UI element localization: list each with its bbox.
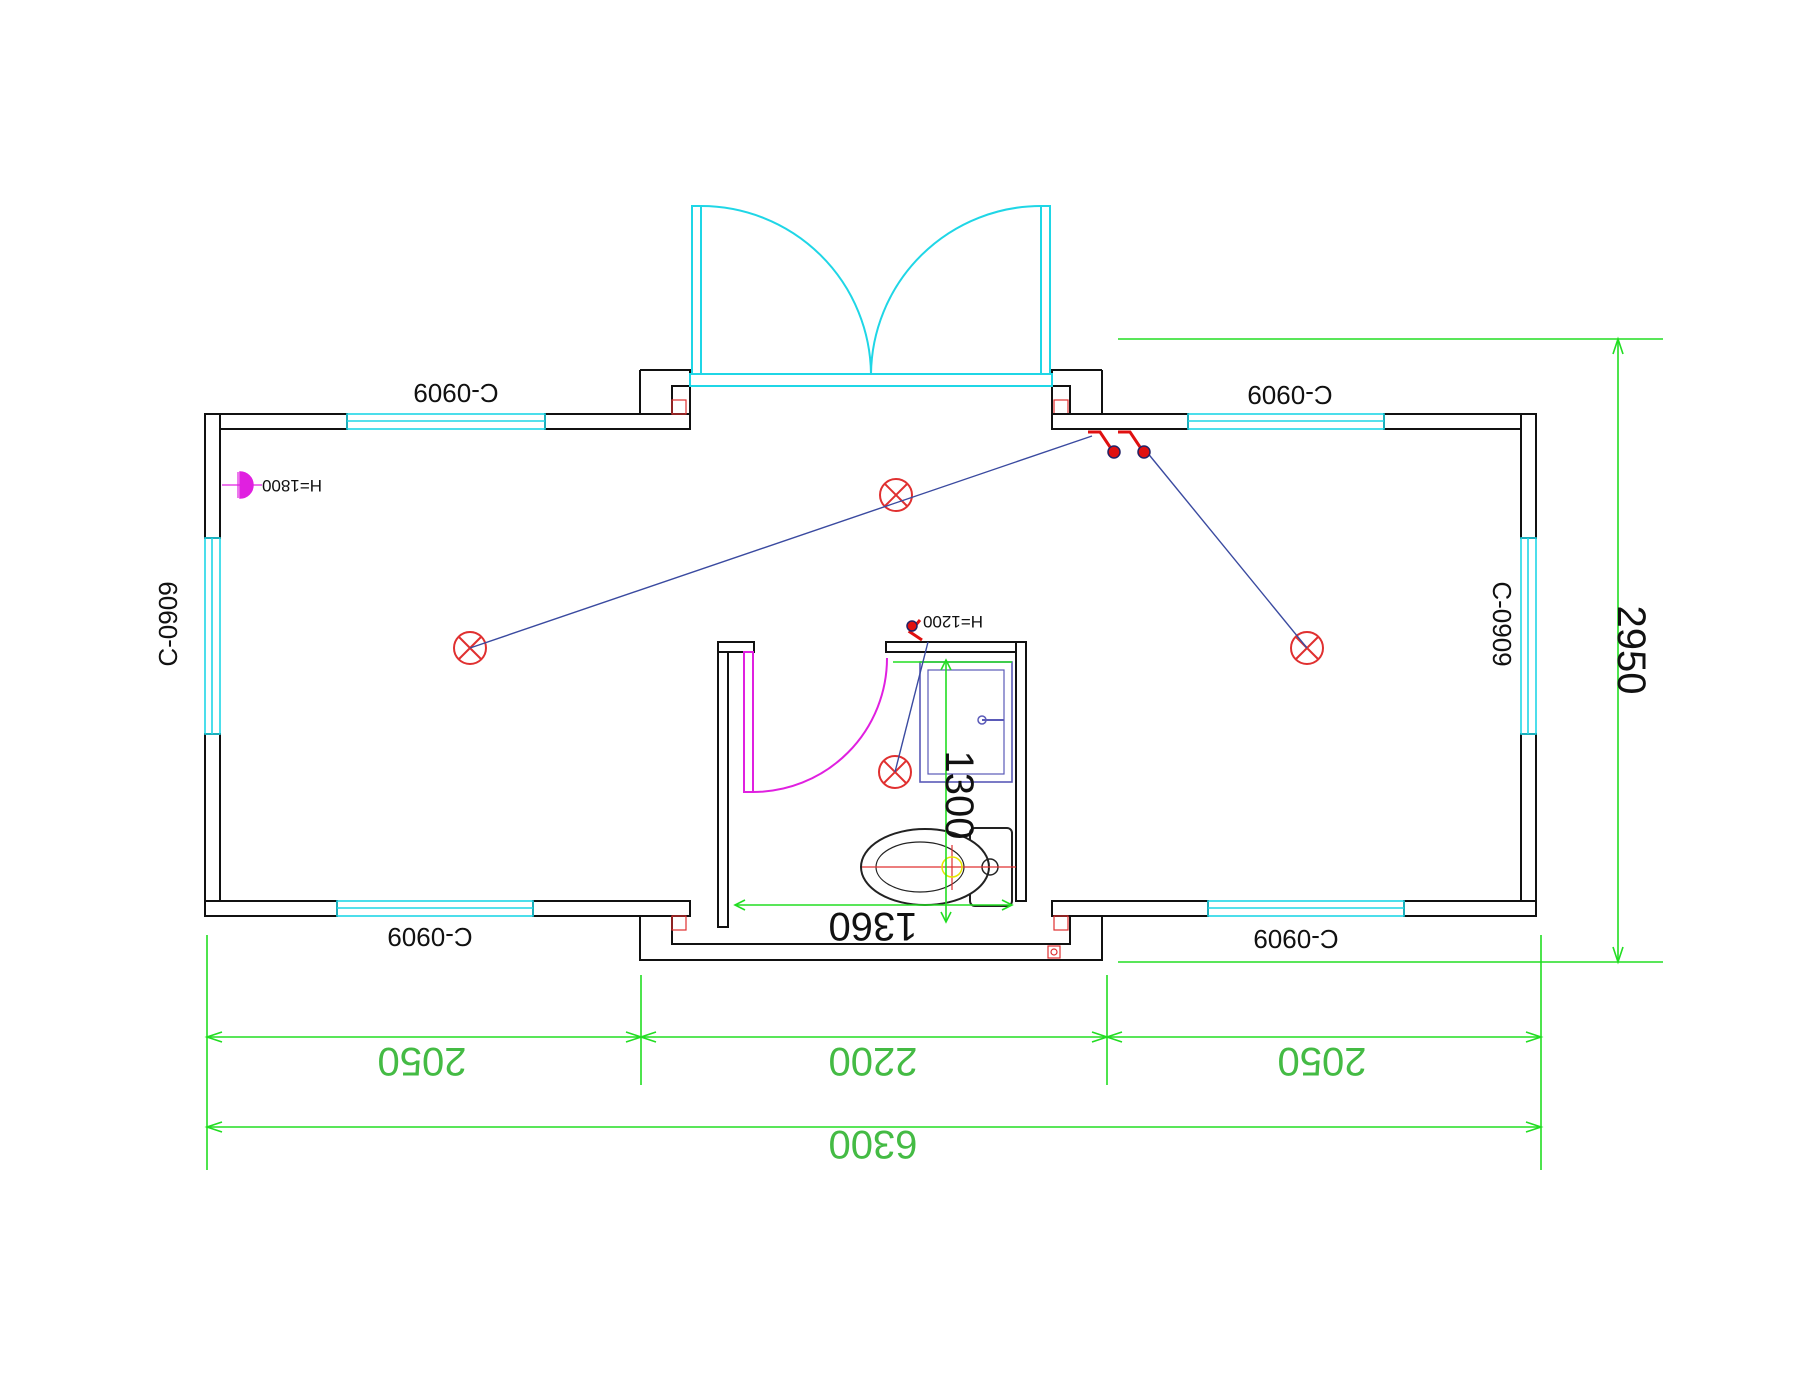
bumpout-outer xyxy=(639,915,1103,961)
bath-wall-top-left xyxy=(717,641,755,653)
wiring xyxy=(469,435,1308,773)
wall-left-a xyxy=(204,413,221,539)
door-threshold xyxy=(689,373,1053,387)
overall-dimensions xyxy=(204,336,1663,1170)
bath-door-leaf xyxy=(743,651,754,793)
window-right xyxy=(1520,537,1537,735)
dim-seg-right: 2050 xyxy=(1278,1039,1367,1083)
window-top-right xyxy=(1187,413,1385,430)
switch-icon xyxy=(1118,430,1151,459)
entrance-double-door xyxy=(689,205,1053,387)
bathroom xyxy=(717,641,1027,928)
window-label-right: C-0909 xyxy=(1487,581,1517,666)
labels: C-0909 C-0909 C-0909 C-0909 C-0909 C-090… xyxy=(153,378,1653,1166)
wall-socket-icon xyxy=(222,471,262,499)
window-label-bottom-right: C-0909 xyxy=(1253,924,1338,954)
bath-dimensions xyxy=(733,658,1014,924)
door-swing-left xyxy=(700,205,872,375)
window-label-top-right: C-0909 xyxy=(1247,380,1332,410)
window-bottom-left xyxy=(336,900,534,917)
vent-marker xyxy=(1047,945,1061,959)
wall-top-right-a xyxy=(1051,413,1189,430)
wall-left-b xyxy=(204,733,221,917)
lamp-icon xyxy=(879,478,913,512)
bath-wall-left xyxy=(717,641,729,928)
column-marker xyxy=(671,915,687,931)
dim-bath-depth: 1300 xyxy=(937,751,981,840)
wall-right-a xyxy=(1520,413,1537,539)
window-bottom-right xyxy=(1207,900,1405,917)
windows xyxy=(204,413,1537,917)
window-label-bottom-left: C-0909 xyxy=(387,922,472,952)
column-marker xyxy=(1053,399,1069,415)
window-top-left xyxy=(346,413,546,430)
switches xyxy=(906,430,1151,642)
ceiling-lamps xyxy=(453,478,1324,789)
window-left xyxy=(204,537,221,735)
jamb-top-right xyxy=(1051,369,1103,415)
switch-icon xyxy=(1088,430,1121,459)
dim-bath-width: 1360 xyxy=(829,904,918,948)
dim-total-height: 2950 xyxy=(1609,606,1653,695)
bath-door-swing xyxy=(752,657,888,793)
bath-wall-top-right xyxy=(885,641,1027,653)
jamb-top-left xyxy=(639,369,691,415)
bath-wall-right xyxy=(1015,641,1027,902)
dim-seg-left: 2050 xyxy=(378,1039,467,1083)
wall-bottom-right-b xyxy=(1403,900,1537,917)
wall-bottom-left-b xyxy=(532,900,691,917)
bath-switch-icon xyxy=(906,619,923,642)
toilet xyxy=(860,827,1016,907)
dim-seg-middle: 2200 xyxy=(829,1039,918,1083)
wall-bottom-left-a xyxy=(204,900,338,917)
wall-bottom-right-a xyxy=(1051,900,1209,917)
bath-door xyxy=(743,651,888,793)
door-leaf-right xyxy=(1040,205,1051,375)
door-leaf-left xyxy=(691,205,702,375)
wall-top-left-b xyxy=(544,413,691,430)
socket-height-label: H=1800 xyxy=(262,476,322,495)
column-marker xyxy=(671,399,687,415)
door-swing-right xyxy=(870,205,1042,375)
wall-top-right-b xyxy=(1383,413,1537,430)
dim-total-width: 6300 xyxy=(829,1122,918,1166)
window-label-top-left: C-0909 xyxy=(413,378,498,408)
wall-top-left-a xyxy=(204,413,348,430)
vent-marker xyxy=(1050,948,1058,956)
switch-height-label: H=1200 xyxy=(923,612,983,631)
column-marker xyxy=(1053,915,1069,931)
wall-right-b xyxy=(1520,733,1537,917)
window-label-left: C-0909 xyxy=(153,581,183,666)
